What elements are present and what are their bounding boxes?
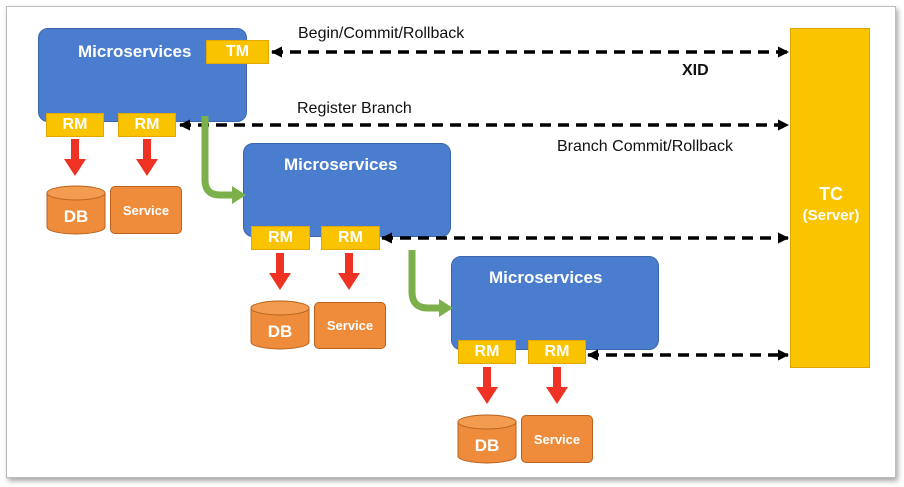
red-down-arrow-1 xyxy=(64,139,86,176)
service-box-1: Service xyxy=(110,186,182,234)
tc-server-label: (Server) xyxy=(802,207,860,224)
green-arrow-1 xyxy=(201,116,246,204)
service-box-2: Service xyxy=(314,302,386,349)
microservice-2-rm-1: RM xyxy=(251,226,310,250)
green-arrow-2 xyxy=(408,250,453,317)
tc-server: TC (Server) xyxy=(790,28,870,368)
tm-box: TM xyxy=(206,40,269,64)
microservice-3-rm-2: RM xyxy=(528,340,586,364)
tc-label: TC xyxy=(819,184,843,204)
database-2: DB xyxy=(250,300,310,350)
branch-commit-label: Branch Commit/Rollback xyxy=(557,138,734,155)
microservice-3-rm-1: RM xyxy=(458,340,516,364)
microservice-2-rm-2: RM xyxy=(321,226,380,250)
microservice-1-label: Microservices xyxy=(78,42,192,61)
database-1: DB xyxy=(46,185,106,235)
database-1-label: DB xyxy=(63,207,89,226)
microservice-2-label: Microservices xyxy=(284,155,398,174)
microservice-1-rm-2: RM xyxy=(118,113,176,137)
xid-label: XID xyxy=(682,62,709,79)
database-icon xyxy=(46,185,106,235)
red-down-arrow-5 xyxy=(476,367,498,404)
database-icon xyxy=(250,300,310,350)
database-2-label: DB xyxy=(267,322,293,341)
red-down-arrow-3 xyxy=(269,253,291,290)
microservice-1-rm-1: RM xyxy=(46,113,104,137)
database-icon xyxy=(457,414,517,464)
microservice-3-label: Microservices xyxy=(489,268,603,287)
begin-commit-label: Begin/Commit/Rollback xyxy=(298,25,465,42)
red-down-arrow-4 xyxy=(338,253,360,290)
register-branch-label: Register Branch xyxy=(297,100,412,117)
database-3-label: DB xyxy=(474,436,500,455)
database-3: DB xyxy=(457,414,517,464)
red-down-arrow-6 xyxy=(546,367,568,404)
microservice-2-box xyxy=(243,143,451,237)
microservice-3-box xyxy=(451,256,659,350)
service-box-3: Service xyxy=(521,415,593,463)
red-down-arrow-2 xyxy=(136,139,158,176)
